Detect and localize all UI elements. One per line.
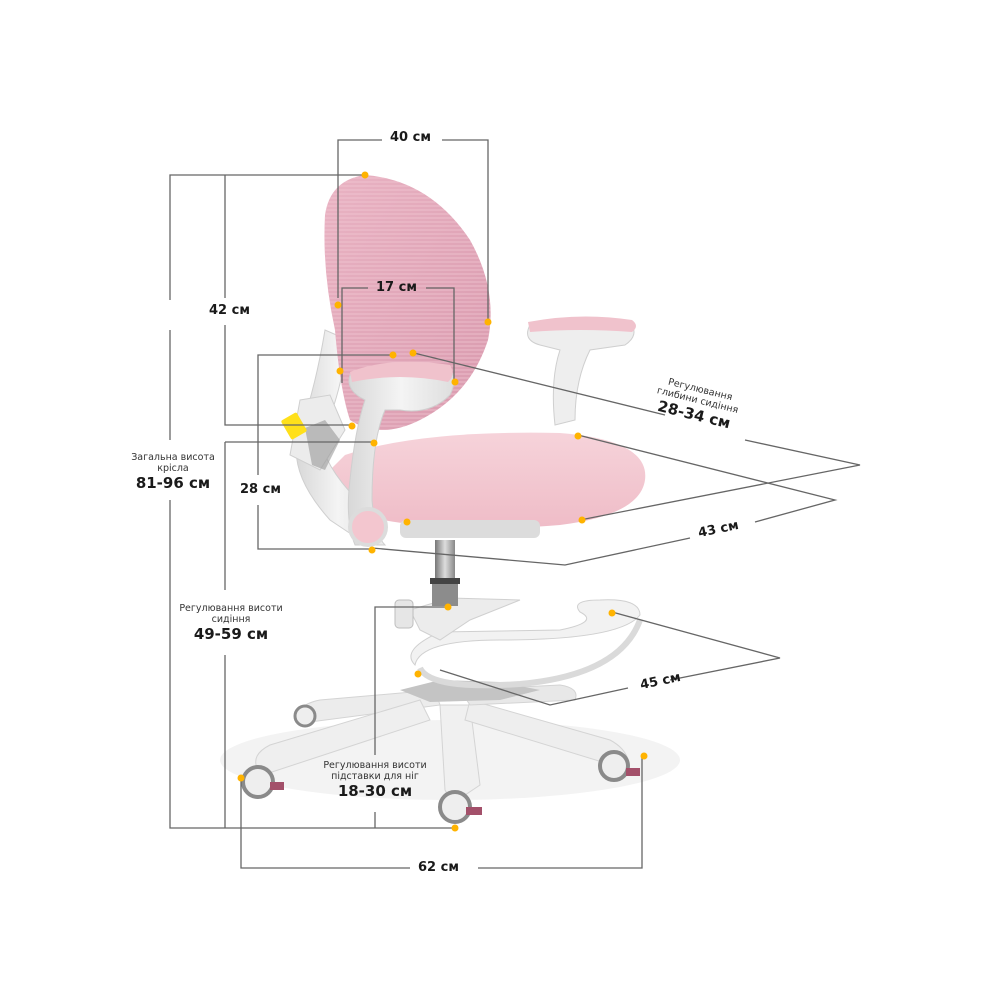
warning-label-icon bbox=[281, 412, 307, 440]
lumbar-width-label: 17 см bbox=[376, 280, 417, 295]
marker-dot bbox=[444, 603, 452, 611]
marker-dot bbox=[368, 546, 376, 554]
marker-dot bbox=[403, 518, 411, 526]
marker-dot bbox=[409, 349, 417, 357]
total-height-caption: Загальна висота крісла bbox=[131, 452, 215, 474]
seat-height-group: Регулювання висоти сидіння 49-59 см bbox=[172, 603, 290, 643]
dimension-lines bbox=[169, 139, 861, 869]
base-width-label: 62 см bbox=[414, 860, 463, 875]
marker-dot bbox=[484, 318, 492, 326]
marker-dot bbox=[574, 432, 582, 440]
seat-cushion bbox=[328, 432, 646, 538]
seat-height-value: 49-59 см bbox=[193, 625, 269, 643]
chair-base bbox=[220, 680, 680, 800]
caster-front-left bbox=[241, 765, 284, 799]
armrest-height-label: 28 см bbox=[236, 482, 285, 497]
armrest-left bbox=[347, 361, 455, 547]
backrest-height-label: 42 см bbox=[205, 303, 254, 318]
marker-dot bbox=[640, 752, 648, 760]
caster-front-center bbox=[438, 790, 482, 824]
seat-height-caption-2: сидіння bbox=[211, 614, 251, 625]
armrest-right bbox=[527, 316, 636, 426]
marker-dot bbox=[348, 422, 356, 430]
footrest-height-value: 18-30 см bbox=[337, 782, 413, 800]
marker-dot bbox=[608, 609, 616, 617]
marker-dot bbox=[451, 378, 459, 386]
marker-dot bbox=[578, 516, 586, 524]
footrest-height-caption-1: Регулювання висоти bbox=[323, 760, 427, 771]
marker-dot bbox=[414, 670, 422, 678]
marker-dot bbox=[336, 367, 344, 375]
backrest-width-label: 40 см bbox=[386, 130, 435, 145]
seat-height-caption-1: Регулювання висоти bbox=[179, 603, 283, 614]
marker-dot bbox=[451, 824, 459, 832]
gas-lift bbox=[430, 540, 460, 606]
caster-back-left bbox=[293, 704, 317, 728]
footrest-height-group: Регулювання висоти підставки для ніг 18-… bbox=[318, 760, 432, 800]
casters bbox=[241, 704, 640, 824]
footrest-height-caption-2: підставки для ніг bbox=[331, 771, 419, 782]
marker-dot bbox=[389, 351, 397, 359]
total-height-group: Загальна висота крісла 81-96 см bbox=[118, 452, 228, 492]
marker-dot bbox=[237, 774, 245, 782]
total-height-value: 81-96 см bbox=[135, 474, 211, 492]
marker-dot bbox=[370, 439, 378, 447]
marker-dot bbox=[361, 171, 369, 179]
seat-knob bbox=[348, 507, 388, 547]
marker-dot bbox=[334, 301, 342, 309]
footrest-ring bbox=[394, 597, 643, 689]
caster-right bbox=[598, 750, 640, 782]
measurement-markers bbox=[237, 171, 648, 832]
